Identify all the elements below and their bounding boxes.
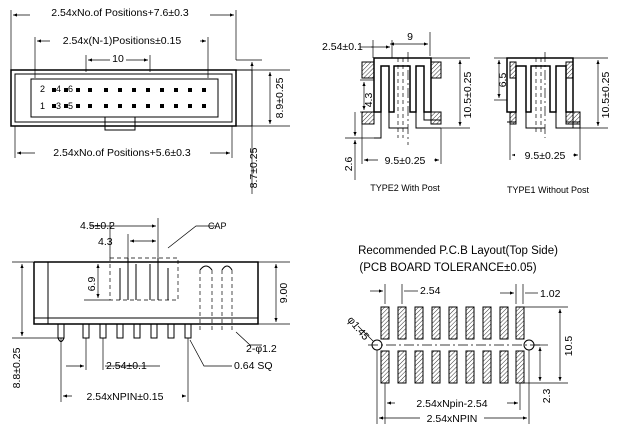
dim-overall: 2.54xNo.of Positions+7.6±0.3 bbox=[51, 7, 189, 19]
side-dim-height: 8.8±0.25 bbox=[11, 347, 23, 388]
pcb-dim-span: 2.54xNpin-2.54 bbox=[416, 398, 487, 410]
pcb-dim-hole: φ1.45 bbox=[345, 314, 372, 343]
type2-dim-post: 2.6 bbox=[343, 157, 355, 172]
pcb-title-line1: Recommended P.C.B Layout(Top Side) bbox=[358, 245, 558, 257]
type1-dim-65: 6.5 bbox=[497, 73, 509, 88]
pcb-dim-pad-width: 1.02 bbox=[540, 288, 561, 300]
side-pins bbox=[57, 323, 192, 339]
top-view: 2.54xNo.of Positions+7.6±0.3 2.54x(N-1)P… bbox=[10, 5, 290, 194]
pcb-dim-offset: 2.3 bbox=[541, 389, 553, 404]
type2-dim-43: 4.3 bbox=[363, 93, 375, 108]
type2-dim-nine: 9 bbox=[407, 31, 413, 43]
side-view: 4.5±0.2 4.3 CAP 6.9 bbox=[11, 218, 290, 403]
side-dim-43: 4.3 bbox=[98, 236, 113, 248]
type2-dim-pitch: 2.54±0.1 bbox=[322, 41, 363, 53]
pin-label-2: 2 bbox=[40, 84, 45, 94]
pcb-dim-pitch: 2.54 bbox=[420, 285, 441, 297]
pcb-layout: Recommended P.C.B Layout(Top Side) (PCB … bbox=[345, 245, 575, 425]
type2-view: 2.54±0.1 9 4.3 10.5±0.25 9.5±0.25 bbox=[322, 31, 474, 193]
type2-caption: TYPE2 With Post bbox=[370, 183, 440, 193]
pcb-pad-row-bottom bbox=[380, 350, 525, 384]
side-dim-900: 9.00 bbox=[278, 283, 290, 304]
type2-dim-width: 9.5±0.25 bbox=[385, 155, 426, 167]
side-dim-69: 6.9 bbox=[86, 277, 98, 292]
pcb-pad-row-top bbox=[380, 306, 525, 340]
pcb-dim-row: 10.5 bbox=[563, 336, 575, 357]
side-dim-post-dia: 2-φ1.2 bbox=[246, 343, 277, 355]
pin-label-5: 5 bbox=[68, 101, 73, 111]
dim-total-height: 8.7±0.25 bbox=[248, 147, 260, 188]
pin-label-6: 6 bbox=[68, 84, 73, 94]
type1-view: 6.5 10.5±0.25 9.5±0.25 TYPE1 Without Pos… bbox=[494, 52, 612, 195]
side-dim-cap-width: 4.5±0.2 bbox=[80, 220, 115, 232]
pin-label-1: 1 bbox=[40, 101, 45, 111]
pcb-dim-total: 2.54xNPIN bbox=[427, 413, 478, 425]
pin-label-3: 3 bbox=[56, 101, 61, 111]
side-dim-pitch: 2.54±0.1 bbox=[106, 360, 147, 372]
pin-label-4: 4 bbox=[56, 84, 61, 94]
dim-bottom: 2.54xNo.of Positions+5.6±0.3 bbox=[53, 147, 191, 159]
dim-height: 8.9±0.25 bbox=[274, 77, 286, 118]
cap-label: CAP bbox=[208, 221, 227, 231]
type1-caption: TYPE1 Without Post bbox=[507, 185, 590, 195]
pin-grid bbox=[52, 88, 206, 108]
pcb-title-line2: (PCB BOARD TOLERANCE±0.05) bbox=[359, 262, 536, 274]
side-dim-total: 2.54xNPIN±0.15 bbox=[87, 391, 164, 403]
type2-dim-height: 10.5±0.25 bbox=[462, 72, 474, 119]
dim-ten: 10 bbox=[112, 53, 124, 65]
type1-dim-width: 9.5±0.25 bbox=[525, 150, 566, 162]
side-dim-pin-sq: 0.64 SQ bbox=[234, 360, 273, 372]
dim-row-pitch: 2.54x(N-1)Positions±0.15 bbox=[63, 35, 182, 47]
type1-dim-height: 10.5±0.25 bbox=[600, 72, 612, 119]
